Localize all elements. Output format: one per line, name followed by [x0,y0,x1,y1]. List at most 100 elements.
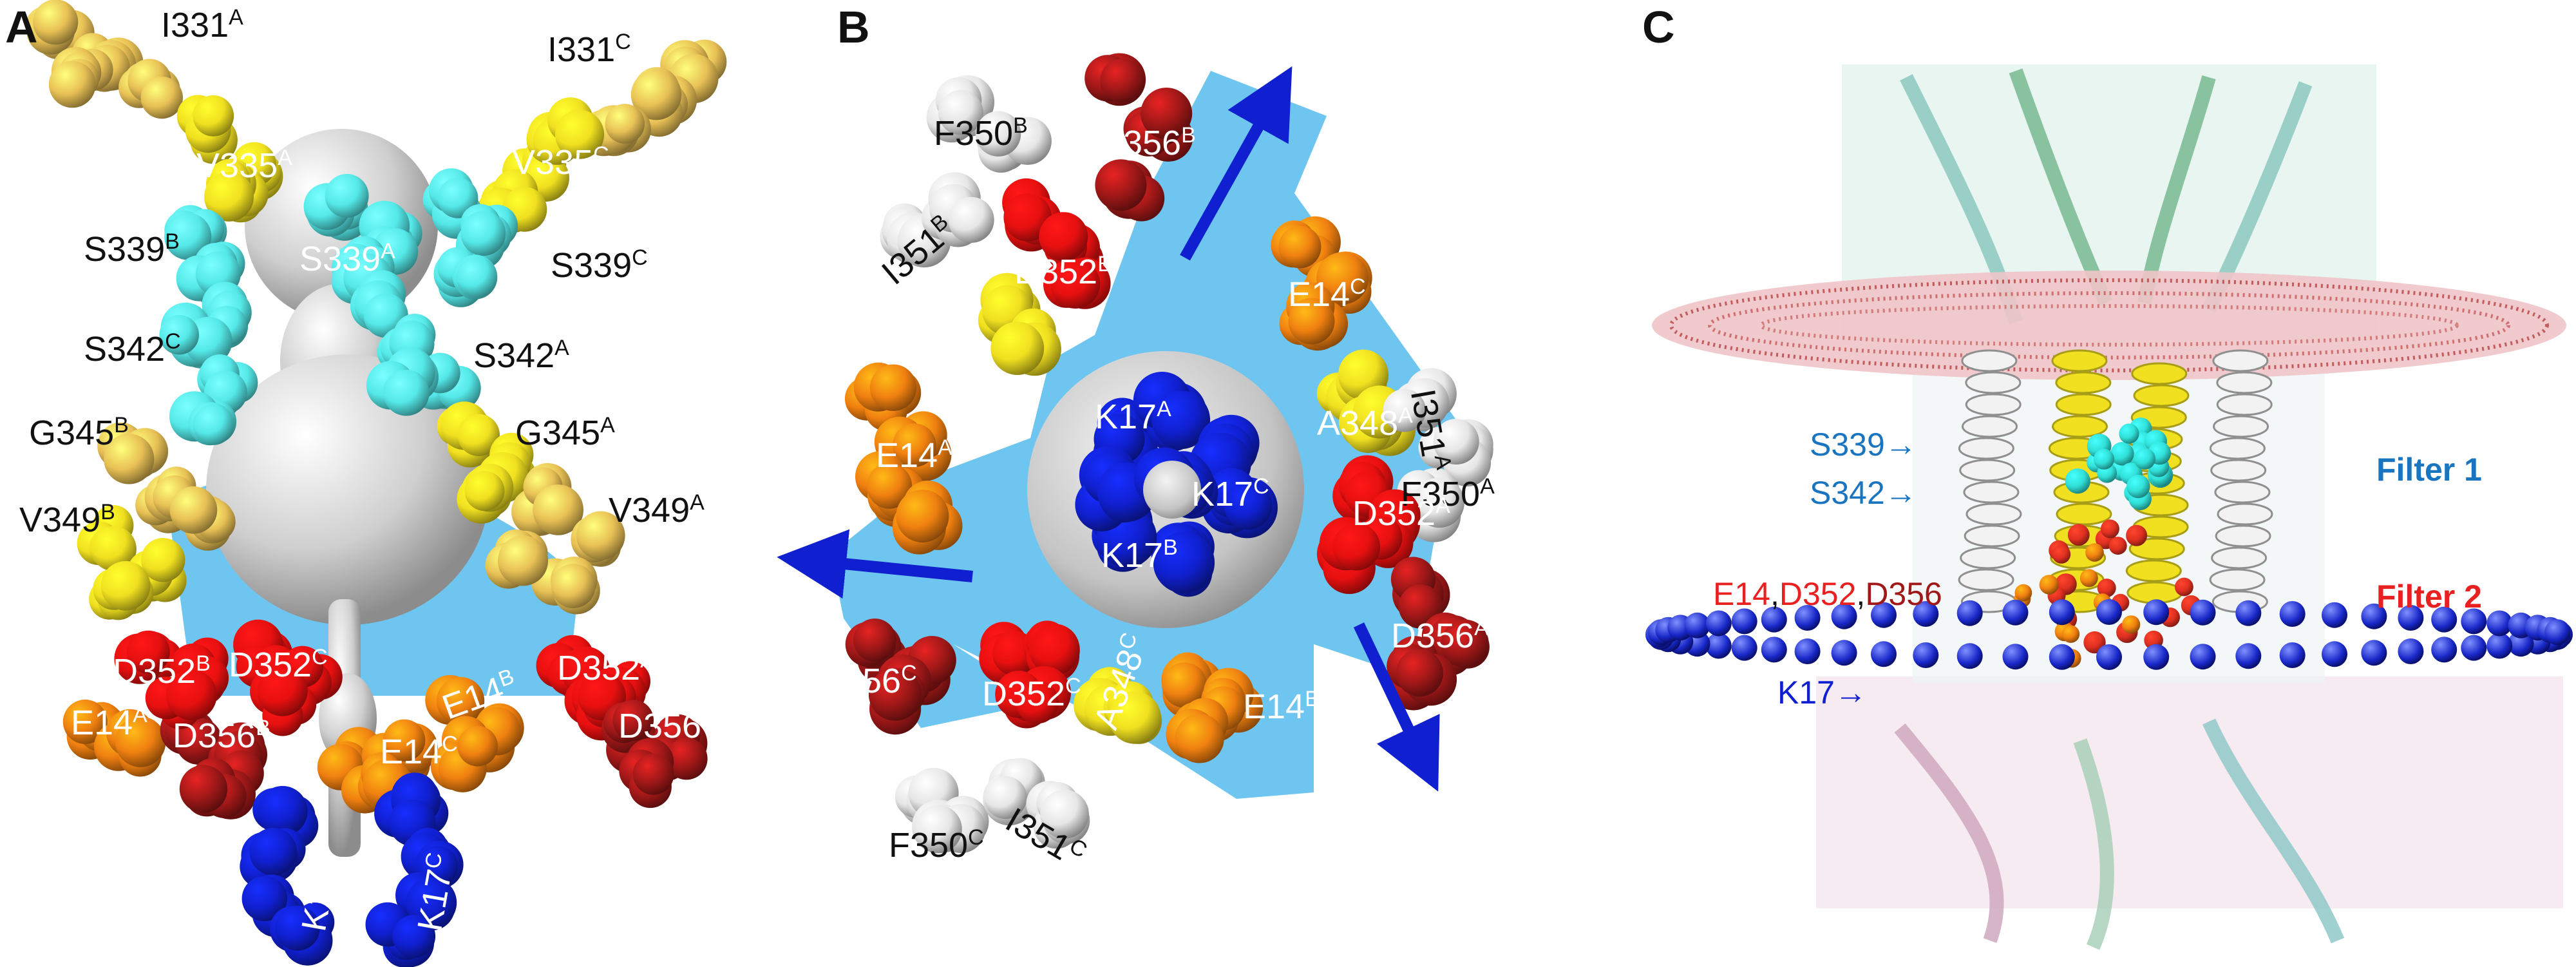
k17-cluster-atom [1151,390,1211,450]
chain-id: B [1305,687,1320,711]
residue-name: I331 [547,30,616,69]
k17-bead [1871,641,1897,667]
filter2-acidic-atom [2097,579,2116,598]
chain-id: C [901,661,917,685]
helix-white-right [2210,459,2267,482]
s339-s342-atom [2126,474,2150,499]
d356-a-atom [665,738,708,780]
label-a348-a: A348A [1317,405,1413,441]
chain-id: C [442,732,458,756]
chain-id: C [165,329,181,354]
e14-a-atom [869,364,917,411]
arrow-upper [1180,66,1293,261]
label-s342-a: S342A [473,336,569,373]
chain-id: B [256,716,270,740]
d356-a-atom [612,700,654,741]
label-f350-c: F350C [889,826,984,865]
residue-name: D356 [1098,124,1182,162]
k17-bead [1871,602,1897,628]
g345-a-atom [457,414,500,456]
helix-white-left [1965,393,2022,416]
chain-id: C [1065,674,1081,698]
s339-s342-atom [2110,442,2134,466]
i331-c-atom [630,69,682,120]
residue-name: I331 [161,6,229,44]
filter1-disc [1652,271,2566,380]
residue-name: G345 [29,414,115,452]
i351-b-atom [948,196,994,243]
e14-a-atom [866,463,913,509]
residue-name: V335 [512,143,594,182]
k17-bead [1794,638,1821,664]
chain-id: A [381,239,395,263]
k17-bead [2508,631,2534,657]
k17-bead [2398,605,2424,631]
s339-s342-atom [2119,423,2139,444]
helix-white-right [2212,349,2269,372]
v349-b-atom [100,560,151,611]
label-e14-a: E14A [876,436,952,475]
d352-c-atom [1030,626,1080,675]
k17-bead [2002,644,2029,670]
d352-c-atom [257,665,308,716]
k17-bead [2096,644,2122,670]
helix-white-right [2211,546,2268,570]
residue-name: D352 [1352,494,1436,533]
pore-opening [1143,461,1201,519]
a348-b-atom [990,321,1045,375]
k17-bead [2361,640,2387,666]
k17-bead [1956,600,1983,626]
chain-id: B [196,651,211,676]
k17-bead [2235,643,2262,669]
s342-c-atom [159,314,199,355]
s339-c-atom [437,178,478,218]
s339-s342-atom [2065,468,2090,494]
label-d356: D356 [1865,576,1942,612]
label-v349-b: V349B [19,501,115,537]
chain-id: A [600,413,615,437]
k17-bead [1761,637,1787,663]
label-k17-b: K17B [1101,535,1178,573]
helix-white-left [1958,568,2014,591]
d352-b-atom [166,669,217,721]
panel-a-atoms [25,0,727,967]
arrow-left [777,529,973,599]
helix-white-left [1964,524,2020,548]
d352-b-atom [1003,193,1052,242]
chain-id: A [133,703,147,727]
e14-b-atom [1175,714,1224,763]
label-d352-a: D352A [1352,494,1450,533]
label-d352-c: D352C [982,674,1081,711]
f350-a-atom [1414,477,1464,528]
k17-bead [1705,633,1732,659]
chain-id: A [554,336,569,360]
residue-name: E14 [876,436,938,475]
d356-a-atom [1396,649,1443,697]
filter2-acidic-atom [2126,524,2148,546]
label-k17: K17→ [1777,675,1867,711]
k17-a-atom [249,828,298,876]
residue-name: F350 [889,826,969,865]
residue-name: S339 [84,230,166,269]
e14-c-atom [383,719,426,762]
helix-white-right [2216,371,2273,394]
d356-a-atom [1441,619,1489,668]
chain-id: B [1163,535,1178,560]
panel-c: C S339→ S342→ Filter 1 E14,D352,D356 Fil… [1629,0,2576,967]
k17-bead [1761,606,1787,633]
helix-white-left [1961,349,2018,372]
label-v335-a: V335A [196,147,292,183]
d352-c-atom [1016,680,1059,724]
k17-bead [2002,599,2029,626]
e14-b-atom [457,725,498,767]
s339-c-atom [460,211,506,256]
filter2-acidic-atom [2052,545,2071,564]
v335-a-atom [193,95,234,137]
residue-name: D352 [229,646,312,684]
i351-c-atom [984,776,1027,819]
filter2-glu-atom [2085,543,2104,562]
helix-white-left [1959,459,2016,482]
k17-bead [1705,610,1732,637]
s339-a-atom [325,174,369,218]
